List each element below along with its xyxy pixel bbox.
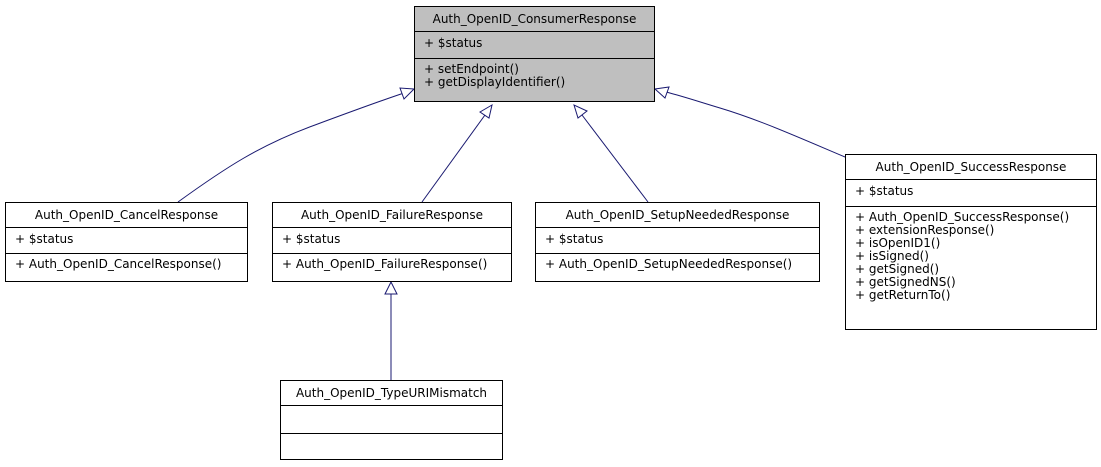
operation: + isOpenID1() [855,236,941,250]
attribute: + $status [282,232,341,246]
class-name: Auth_OpenID_ConsumerResponse [415,7,654,32]
operation: + isSigned() [855,249,929,263]
operation: + setEndpoint() [424,62,519,76]
operation: + extensionResponse() [855,223,995,237]
class-name: Auth_OpenID_FailureResponse [273,203,511,228]
operation: + getDisplayIdentifier() [424,75,566,89]
class-operations: + Auth_OpenID_CancelResponse() [6,254,247,275]
class-operations: + Auth_OpenID_SetupNeededResponse() [536,254,819,275]
class-name: Auth_OpenID_SuccessResponse [846,155,1096,180]
class-auth-openid-successresponse: Auth_OpenID_SuccessResponse + $status + … [845,154,1097,330]
class-attributes: + $status [415,32,654,59]
class-attributes: + $status [273,228,511,254]
class-operations: + setEndpoint() + getDisplayIdentifier() [415,59,654,93]
operation: + getSignedNS() [855,275,956,289]
class-name: Auth_OpenID_CancelResponse [6,203,247,228]
attribute: + $status [424,36,483,50]
operation: + Auth_OpenID_FailureResponse() [282,257,488,271]
class-auth-openid-consumerresponse: Auth_OpenID_ConsumerResponse + $status +… [414,6,655,102]
edge-success-to-consumer [665,91,846,158]
arrowhead-cancel [399,87,416,100]
class-attributes [281,406,502,434]
class-name: Auth_OpenID_TypeURIMismatch [281,381,502,406]
edge-setup-to-consumer [581,114,649,203]
attribute: + $status [545,232,604,246]
operation: + Auth_OpenID_CancelResponse() [15,257,222,271]
operation: + getReturnTo() [855,288,951,302]
arrowhead-typeuri [384,280,398,295]
operation: + Auth_OpenID_SuccessResponse() [855,210,1070,224]
edge-failure-to-consumer [421,114,486,203]
arrowhead-failure [479,103,493,119]
arrowhead-setup [573,104,588,119]
class-auth-openid-failureresponse: Auth_OpenID_FailureResponse + $status + … [272,202,512,282]
class-operations: + Auth_OpenID_SuccessResponse() + extens… [846,207,1096,306]
class-auth-openid-setupneededresponse: Auth_OpenID_SetupNeededResponse + $statu… [535,202,820,282]
operation: + getSigned() [855,262,940,276]
class-operations: + Auth_OpenID_FailureResponse() [273,254,511,275]
edge-cancel-to-consumer [177,92,405,203]
arrowhead-success [653,86,670,99]
class-name: Auth_OpenID_SetupNeededResponse [536,203,819,228]
class-auth-openid-typeurimismatch: Auth_OpenID_TypeURIMismatch [280,380,503,460]
class-attributes: + $status [846,180,1096,207]
attribute: + $status [15,232,74,246]
class-attributes: + $status [536,228,819,254]
attribute: + $status [855,184,914,198]
class-operations [281,434,502,448]
operation: + Auth_OpenID_SetupNeededResponse() [545,257,793,271]
class-attributes: + $status [6,228,247,254]
class-auth-openid-cancelresponse: Auth_OpenID_CancelResponse + $status + A… [5,202,248,282]
